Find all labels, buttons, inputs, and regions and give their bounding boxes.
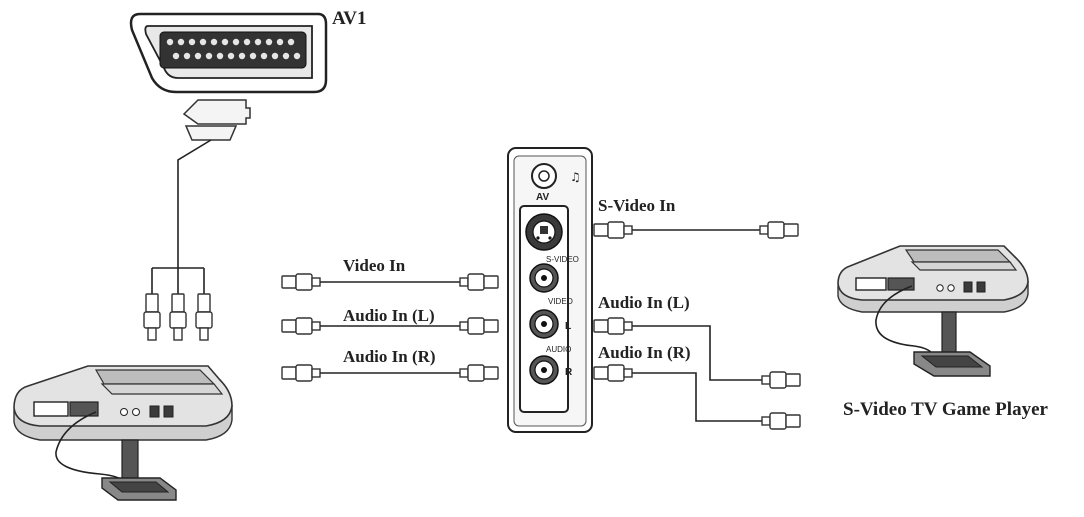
joystick-left: [101, 439, 177, 501]
video-jack: [529, 263, 559, 293]
cable-video-in-left: [281, 273, 499, 291]
cable-audio-in-r-right: [593, 364, 801, 430]
s-video-jack: [525, 213, 563, 251]
rca-splitter-left: [143, 262, 213, 341]
cable-s-video-in-right: [593, 221, 799, 239]
scart-connector: [129, 12, 328, 94]
audio-jack-label: AUDIO: [546, 345, 571, 354]
s-video-tv-game-player-label: S-Video TV Game Player: [843, 399, 1049, 420]
tv-game-console-left: [13, 365, 233, 483]
av1-label: AV1: [332, 8, 367, 29]
cable-audio-in-l-right: [593, 317, 801, 389]
tv-game-console-right: [837, 245, 1029, 357]
video-jack-label: VIDEO: [548, 297, 573, 306]
audio-in-l-label-right: Audio In (L): [598, 293, 690, 312]
joystick-right: [913, 311, 991, 377]
scart-plug: [177, 99, 251, 262]
s-video-jack-label: S-VIDEO: [546, 255, 579, 264]
audio-r-jack: [529, 355, 559, 385]
audio-in-r-label-left: Audio In (R): [343, 347, 436, 366]
video-in-label: Video In: [343, 256, 406, 275]
cable-audio-in-l-left: [281, 317, 499, 335]
l-jack-label: L: [565, 321, 571, 332]
cable-audio-in-r-left: [281, 364, 499, 382]
av-input-panel: ♫ AV S-VIDEO VIDEO L AUDIO: [507, 147, 593, 433]
r-jack-label: R: [565, 367, 573, 378]
audio-in-r-label-right: Audio In (R): [598, 343, 691, 362]
audio-in-l-label-left: Audio In (L): [343, 306, 435, 325]
av-jack-label: AV: [536, 192, 549, 203]
headphone-icon: ♫: [570, 170, 581, 184]
s-video-in-label: S-Video In: [598, 196, 676, 215]
audio-l-jack: [529, 309, 559, 339]
